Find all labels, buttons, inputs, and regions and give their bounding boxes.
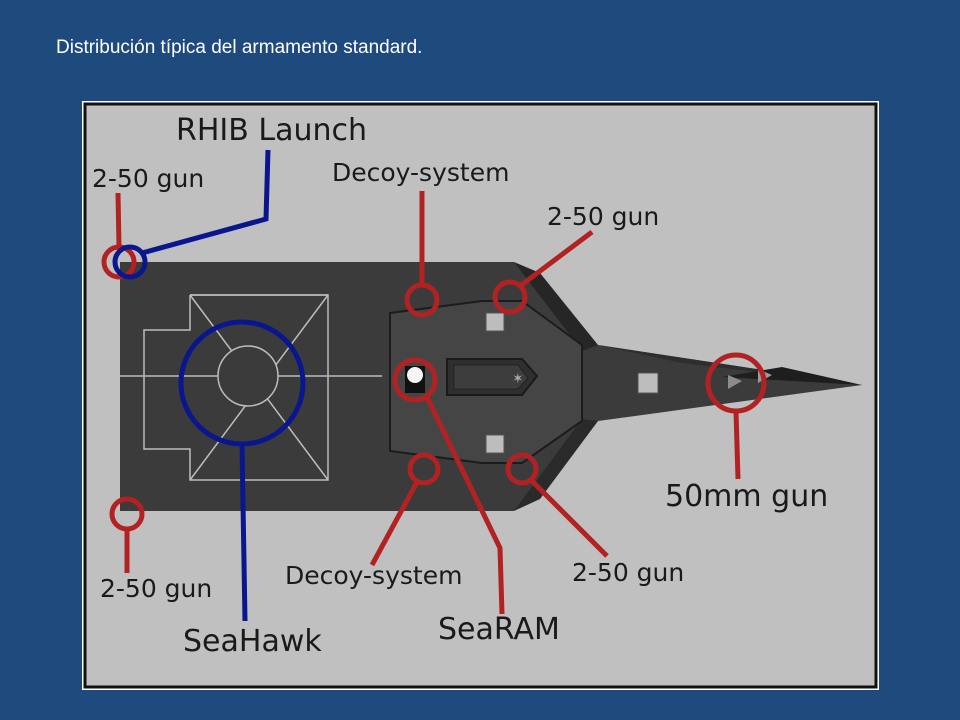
svg-text:✶: ✶ <box>512 371 524 387</box>
ship-diagram: ✶ <box>82 101 879 690</box>
blue-callouts <box>112 149 306 622</box>
diagram-canvas: ✶ <box>83 102 878 689</box>
label-rhib-launch: RHIB Launch <box>176 113 367 148</box>
callout-decoy-bottom <box>407 452 441 486</box>
callout-gun-top-right <box>492 279 528 315</box>
label-decoy-top: Decoy-system <box>332 158 509 187</box>
label-seahawk: SeaHawk <box>183 624 322 659</box>
label-gun-top-right: 2-50 gun <box>547 202 659 231</box>
slide-title: Distribución típica del armamento standa… <box>56 37 423 58</box>
callout-gun-bottom-right <box>505 452 539 486</box>
label-gun-bottom-right: 2-50 gun <box>572 558 684 587</box>
label-gun-top-left: 2-50 gun <box>92 164 204 193</box>
label-decoy-bottom: Decoy-system <box>285 561 462 590</box>
helicopter-deck <box>120 294 382 481</box>
callout-rhib-launch <box>112 244 148 280</box>
label-gun-bottom-left: 2-50 gun <box>100 574 212 603</box>
label-50mm-gun: 50mm gun <box>665 479 828 514</box>
red-callouts <box>101 191 767 615</box>
callout-searam <box>392 357 438 403</box>
label-searam: SeaRAM <box>438 612 560 647</box>
